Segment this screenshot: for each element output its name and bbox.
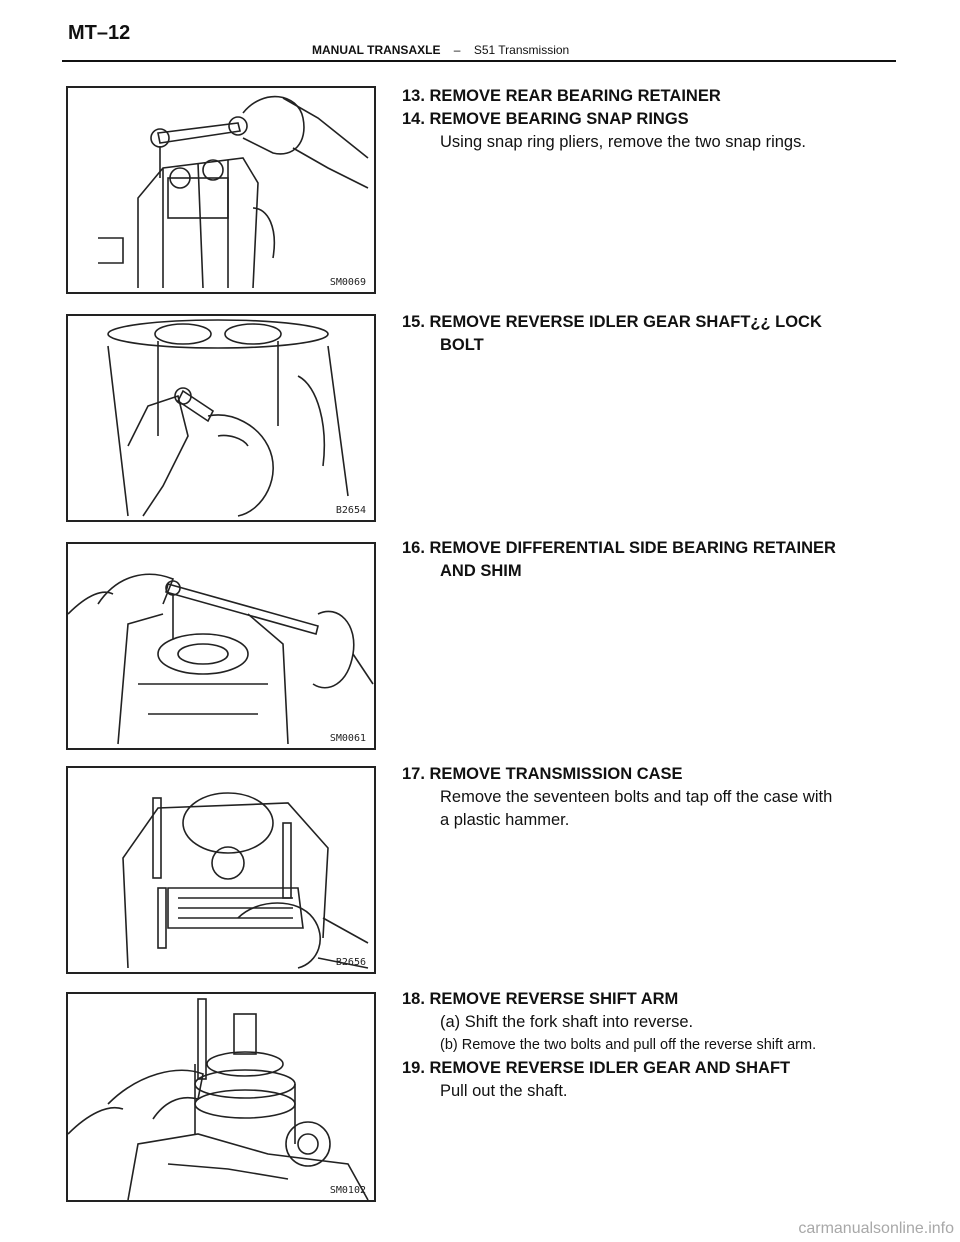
step-19-title: 19. REMOVE REVERSE IDLER GEAR AND SHAFT: [402, 1059, 791, 1077]
step-15-title-cont: BOLT: [440, 336, 484, 354]
subsection-title: S51 Transmission: [473, 43, 570, 57]
step-18-b: (b) Remove the two bolts and pull off th…: [440, 1037, 817, 1053]
step-16-title: 16. REMOVE DIFFERENTIAL SIDE BEARING RET…: [402, 539, 836, 557]
header-separator: –: [453, 43, 461, 57]
step-18-a: (a) Shift the fork shaft into reverse.: [440, 1013, 694, 1031]
illustration-wrench-on-retainer: [98, 95, 369, 289]
steps-13-14: 13. REMOVE REAR BEARING RETAINER 14. REM…: [402, 85, 896, 154]
figure-idler-shaft-lock-bolt: B2654: [66, 314, 376, 522]
step-16: 16. REMOVE DIFFERENTIAL SIDE BEARING RET…: [402, 537, 896, 583]
figure-reverse-shift-arm: SM0102: [66, 992, 376, 1202]
illustration-case-removal: [122, 792, 369, 969]
step-15: 15. REMOVE REVERSE IDLER GEAR SHAFT¿¿ LO…: [402, 311, 896, 357]
step-19-body: Pull out the shaft.: [440, 1082, 568, 1100]
figure-code: B2656: [335, 957, 366, 968]
figure-code: SM0102: [329, 1185, 366, 1196]
step-17: 17. REMOVE TRANSMISSION CASE Remove the …: [402, 763, 896, 832]
figure-transmission-case: B2656: [66, 766, 376, 974]
figure-code: SM0061: [329, 733, 366, 744]
figure-differential-retainer: SM0061: [66, 542, 376, 750]
running-header: MANUAL TRANSAXLE – S51 Transmission: [312, 43, 569, 57]
header-rule: [62, 60, 896, 62]
watermark: carmanualsonline.info: [798, 1220, 954, 1237]
figure-code: SM0069: [329, 277, 366, 288]
figure-code: B2654: [335, 505, 366, 516]
illustration-shift-arm-removal: [68, 998, 369, 1200]
step-16-title-cont: AND SHIM: [440, 562, 522, 580]
section-title: MANUAL TRANSAXLE: [312, 43, 441, 57]
illustration-wrench-on-lock-bolt: [107, 319, 349, 517]
step-17-body-2: a plastic hammer.: [440, 811, 570, 829]
step-15-title: 15. REMOVE REVERSE IDLER GEAR SHAFT¿¿ LO…: [402, 313, 822, 331]
steps-18-19: 18. REMOVE REVERSE SHIFT ARM (a) Shift t…: [402, 988, 896, 1103]
step-13-title: 13. REMOVE REAR BEARING RETAINER: [402, 87, 721, 105]
step-14-body: Using snap ring pliers, remove the two s…: [440, 133, 806, 151]
step-18-title: 18. REMOVE REVERSE SHIFT ARM: [402, 990, 679, 1008]
page-number: MT–12: [68, 22, 131, 44]
figure-rear-bearing-retainer: SM0069: [66, 86, 376, 294]
step-14-title: 14. REMOVE BEARING SNAP RINGS: [402, 110, 689, 128]
step-17-body-1: Remove the seventeen bolts and tap off t…: [440, 788, 833, 806]
illustration-breaker-bar: [68, 573, 374, 745]
step-17-title: 17. REMOVE TRANSMISSION CASE: [402, 765, 683, 783]
